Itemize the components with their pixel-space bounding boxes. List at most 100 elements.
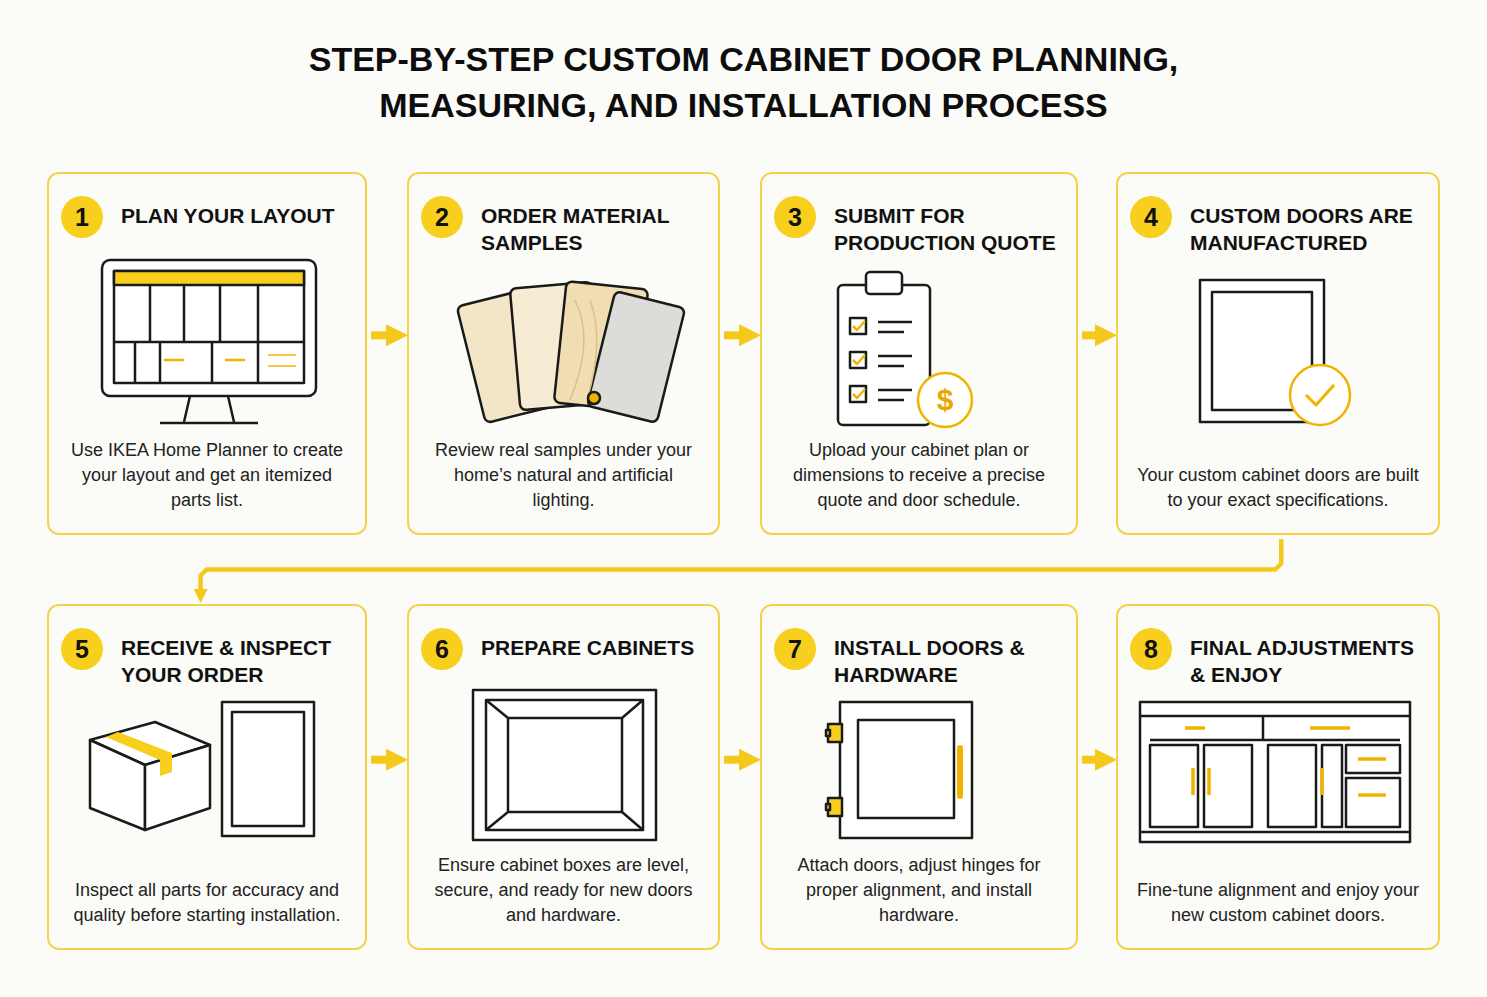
sample-cards-icon-part (588, 392, 600, 404)
clipboard-icon-part (878, 365, 904, 368)
process-box: PLAN YOUR LAYOUT Use IKEA Home Planner to… (47, 172, 367, 535)
monitor-icon-part (268, 354, 296, 356)
step-description: Use IKEA Home Planner to create your lay… (63, 438, 351, 513)
cabinet-frame-icon-part (486, 700, 643, 830)
monitor-icon-part (183, 285, 186, 342)
step-number-circle: 6 (421, 628, 463, 670)
step-number-circle: 3 (774, 196, 816, 238)
flow-arrow (371, 331, 397, 339)
illustration-space (63, 232, 351, 438)
step-number: 3 (788, 205, 802, 230)
step-number: 8 (1144, 637, 1158, 662)
kitchen-cabinets-icon-part (1140, 702, 1410, 842)
process-box: CUSTOM DOORS ARE MANUFACTUREDYour custom… (1116, 172, 1440, 535)
step-heading: RECEIVE & INSPECT YOUR ORDER (63, 634, 351, 688)
monitor-icon-part (159, 342, 162, 383)
cabinet-frame-icon-part (486, 700, 643, 830)
package-icon (90, 702, 314, 836)
cabinet-frame-icon (473, 690, 656, 840)
kitchen-cabinets-icon-part (1185, 726, 1205, 730)
step-number-circle: 1 (61, 196, 103, 238)
monitor-icon-part (257, 342, 260, 383)
door-hinges-icon-part (826, 804, 830, 810)
door-hinges-icon-part (858, 720, 954, 818)
clipboard-icon-part (878, 331, 904, 334)
process-box: RECEIVE & INSPECT YOUR ORDERInspect all … (47, 604, 367, 950)
package-icon-part (106, 732, 172, 776)
process-box: ORDER MATERIAL SAMPLES Review real sample… (407, 172, 720, 535)
step-heading: INSTALL DOORS & HARDWARE (776, 634, 1062, 688)
step-heading: PREPARE CABINETS (423, 634, 704, 664)
monitor-icon-part (134, 342, 137, 383)
step-number-circle: 8 (1130, 628, 1172, 670)
illustration-space (423, 256, 704, 438)
kitchen-cabinets-icon-part (1322, 745, 1342, 827)
step-description: Attach doors, adjust hinges for proper a… (776, 853, 1062, 928)
kitchen-cabinets-icon-part (1150, 745, 1198, 827)
process-box: FINAL ADJUSTMENTS & ENJOY Fine-tune align… (1116, 604, 1440, 950)
step-number: 4 (1144, 205, 1158, 230)
clipboard-icon-part (878, 355, 912, 358)
clipboard-icon (838, 272, 972, 427)
door-check-icon (1200, 280, 1350, 425)
process-box: PREPARE CABINETSEnsure cabinet boxes are… (407, 604, 720, 950)
flow-arrow (724, 331, 750, 339)
monitor-icon-part (164, 359, 184, 362)
illustration-space (1132, 688, 1424, 878)
kitchen-cabinets-icon-part (1268, 745, 1316, 827)
door-hinges-icon-part (840, 702, 972, 838)
clipboard-icon-part (918, 373, 972, 427)
package-icon-part (90, 740, 145, 830)
step-number-circle: 7 (774, 628, 816, 670)
step-heading: ORDER MATERIAL SAMPLES (423, 202, 704, 256)
monitor-icon-part (225, 359, 245, 362)
door-hinges-icon (826, 702, 972, 838)
kitchen-cabinets-icon-part (1150, 739, 1400, 742)
monitor-icon-part (114, 271, 304, 383)
kitchen-cabinets-icon-part (1204, 745, 1252, 827)
sample-cards-icon-part (570, 300, 597, 400)
step-number: 2 (435, 205, 449, 230)
title: STEP-BY-STEP CUSTOM CABINET DOOR PLANNIN… (150, 36, 1337, 128)
monitor-icon-part (268, 365, 296, 367)
kitchen-cabinets-icon-part (1358, 793, 1386, 797)
sample-cards-icon (457, 281, 686, 423)
step-heading: PLAN YOUR LAYOUT (63, 202, 351, 232)
door-hinges-icon-part (826, 730, 830, 736)
step-description: Fine-tune alignment and enjoy your new c… (1132, 878, 1424, 928)
clipboard-icon-part (853, 355, 865, 364)
kitchen-cabinets-icon-part (1346, 778, 1400, 827)
currency-symbol: $ (925, 385, 965, 415)
kitchen-cabinets-icon-part (1140, 831, 1410, 834)
sample-cards-icon-part (587, 291, 685, 423)
clipboard-icon-part (853, 389, 865, 398)
monitor-icon-part (184, 396, 234, 422)
flow-arrow (1082, 331, 1106, 339)
monitor-icon-part (219, 285, 222, 342)
door-hinges-icon-part (957, 745, 963, 799)
monitor-icon-part (114, 271, 304, 285)
flow-arrow (724, 756, 750, 764)
door-check-icon-part (1290, 365, 1350, 425)
kitchen-cabinets-icon-part (1207, 768, 1211, 795)
process-box: INSTALL DOORS & HARDWARE Attach doors, ad… (760, 604, 1078, 950)
kitchen-cabinets-icon-part (1358, 757, 1386, 761)
clipboard-icon-part (850, 352, 866, 368)
clipboard-icon-part (850, 386, 866, 402)
step-description: Review real samples under your home’s na… (423, 438, 704, 513)
illustration-space (776, 256, 1062, 438)
monitor-icon-part (257, 285, 260, 342)
step-heading: FINAL ADJUSTMENTS & ENJOY (1132, 634, 1424, 688)
step-number: 6 (435, 637, 449, 662)
step-description: Upload your cabinet plan or dimensions t… (776, 438, 1062, 513)
step-heading: SUBMIT FOR PRODUCTION QUOTE (776, 202, 1062, 256)
kitchen-cabinets-icon-part (1320, 768, 1324, 795)
clipboard-icon-part (878, 389, 912, 392)
flow-arrow (1082, 756, 1106, 764)
clipboard-icon-part (878, 321, 912, 324)
flow-arrow (201, 539, 1282, 596)
step-description: Your custom cabinet doors are built to y… (1132, 463, 1424, 513)
step-number-circle: 5 (61, 628, 103, 670)
monitor-icon-part (102, 260, 316, 396)
